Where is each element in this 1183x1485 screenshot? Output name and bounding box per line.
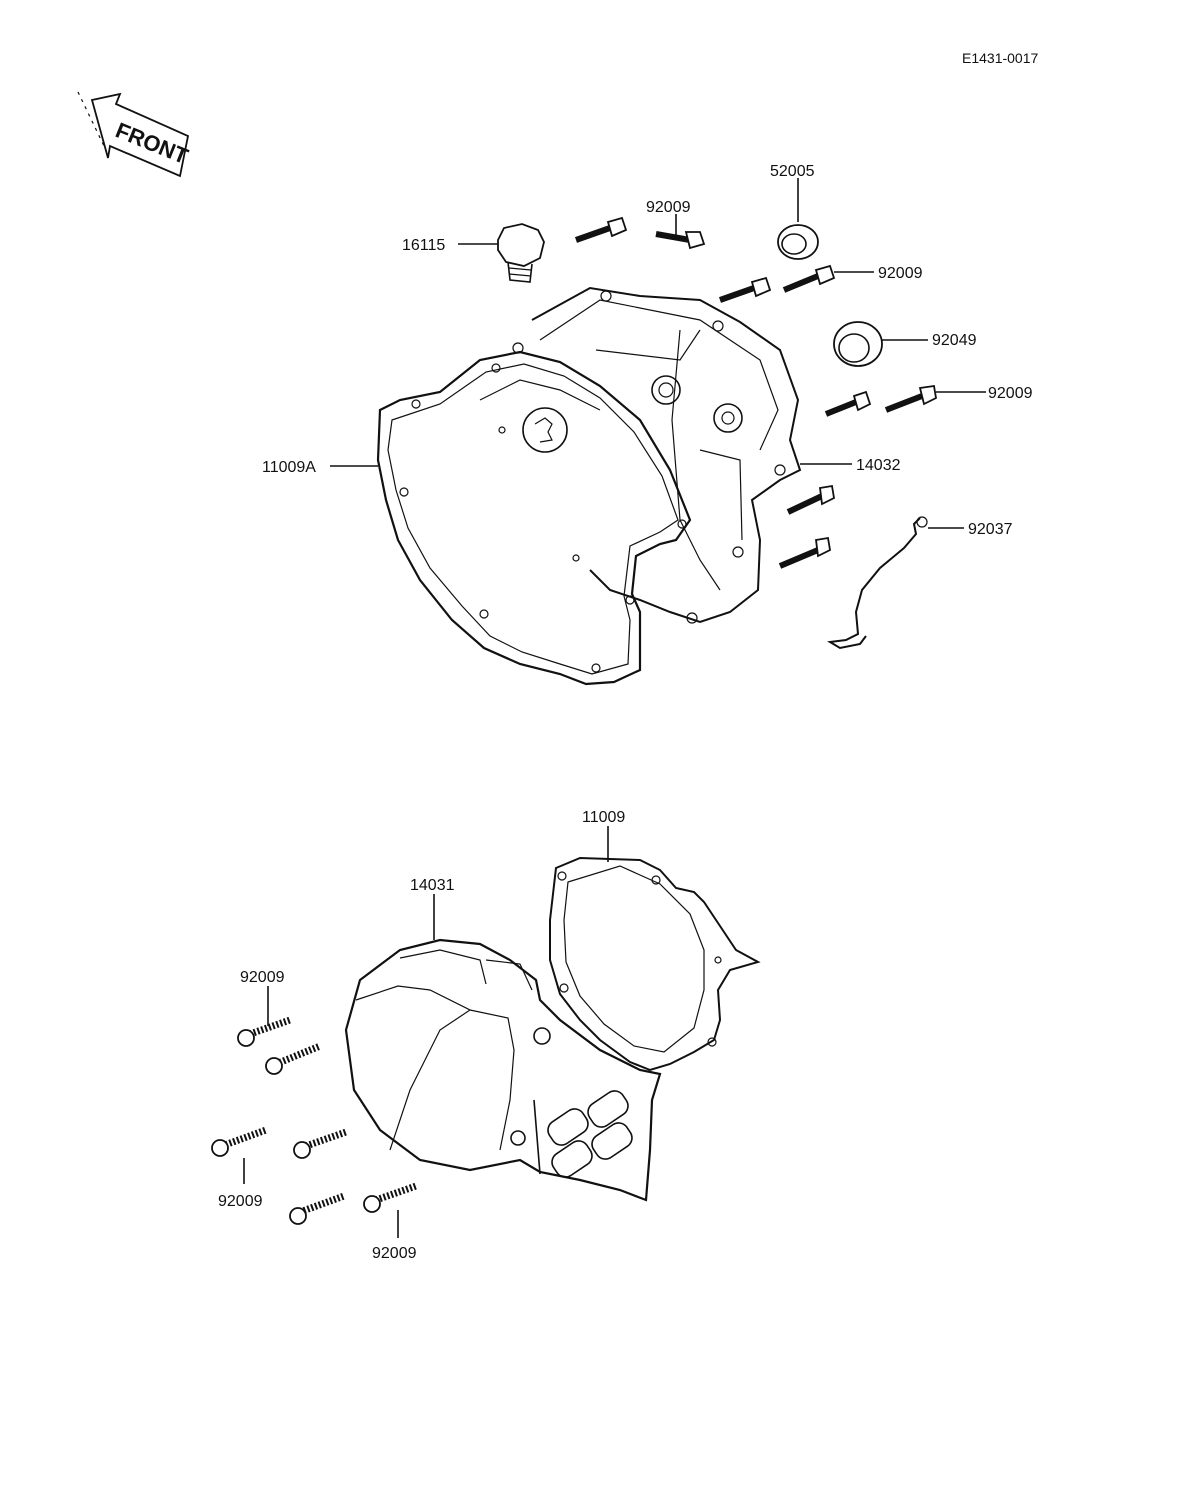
plug-16115 <box>497 223 545 283</box>
screw-92009-c <box>211 1126 268 1157</box>
cover-14031 <box>344 938 662 1202</box>
label-11009A: 11009A <box>262 459 316 476</box>
bolt-92009-lower-a <box>786 484 835 515</box>
upper-assembly: 52005 92009 16115 92009 92049 92009 1100… <box>262 163 1033 686</box>
clip-92037 <box>827 516 928 650</box>
bolt-92009-mid-b <box>782 264 836 293</box>
bolt-92009-mid-a <box>719 276 772 303</box>
reference-code: E1431-0017 <box>962 50 1039 66</box>
gasket-11009 <box>549 856 761 1072</box>
bolt-92009-top-b <box>655 231 706 250</box>
seal-92049 <box>833 321 883 367</box>
seal-52005 <box>777 224 819 260</box>
leader-lines-upper <box>330 178 986 529</box>
screw-92009-e <box>289 1192 346 1225</box>
label-92009-mid-left: 92009 <box>218 1193 263 1210</box>
label-92009-bottom: 92009 <box>372 1245 417 1262</box>
label-92009-right-b: 92009 <box>988 385 1033 402</box>
label-92009-top: 92009 <box>646 199 691 216</box>
leader-lines-lower <box>243 826 609 1238</box>
screw-92009-a <box>237 1016 292 1047</box>
label-16115: 16115 <box>402 237 445 254</box>
label-92009-upper-left: 92009 <box>240 969 285 986</box>
bolt-92009-right-a <box>824 390 872 417</box>
front-arrow-icon: FRONT <box>77 91 192 178</box>
lower-assembly: 11009 14031 92009 92009 92009 <box>211 809 761 1262</box>
label-11009: 11009 <box>582 809 625 826</box>
clutch-cover-14032 <box>512 286 802 624</box>
screw-92009-f <box>363 1182 418 1213</box>
label-92037: 92037 <box>968 521 1013 538</box>
label-92009-right-a: 92009 <box>878 265 923 282</box>
gasket-11009A <box>376 350 692 686</box>
label-52005: 52005 <box>770 163 815 180</box>
bolt-92009-top-a <box>575 216 628 243</box>
screw-92009-b <box>265 1042 322 1075</box>
label-14031: 14031 <box>410 877 455 894</box>
screw-92009-d <box>293 1128 348 1159</box>
label-92049: 92049 <box>932 332 977 349</box>
label-14032: 14032 <box>856 457 901 474</box>
bolt-92009-lower-b <box>778 536 831 569</box>
bolt-92009-right-b <box>884 384 937 413</box>
